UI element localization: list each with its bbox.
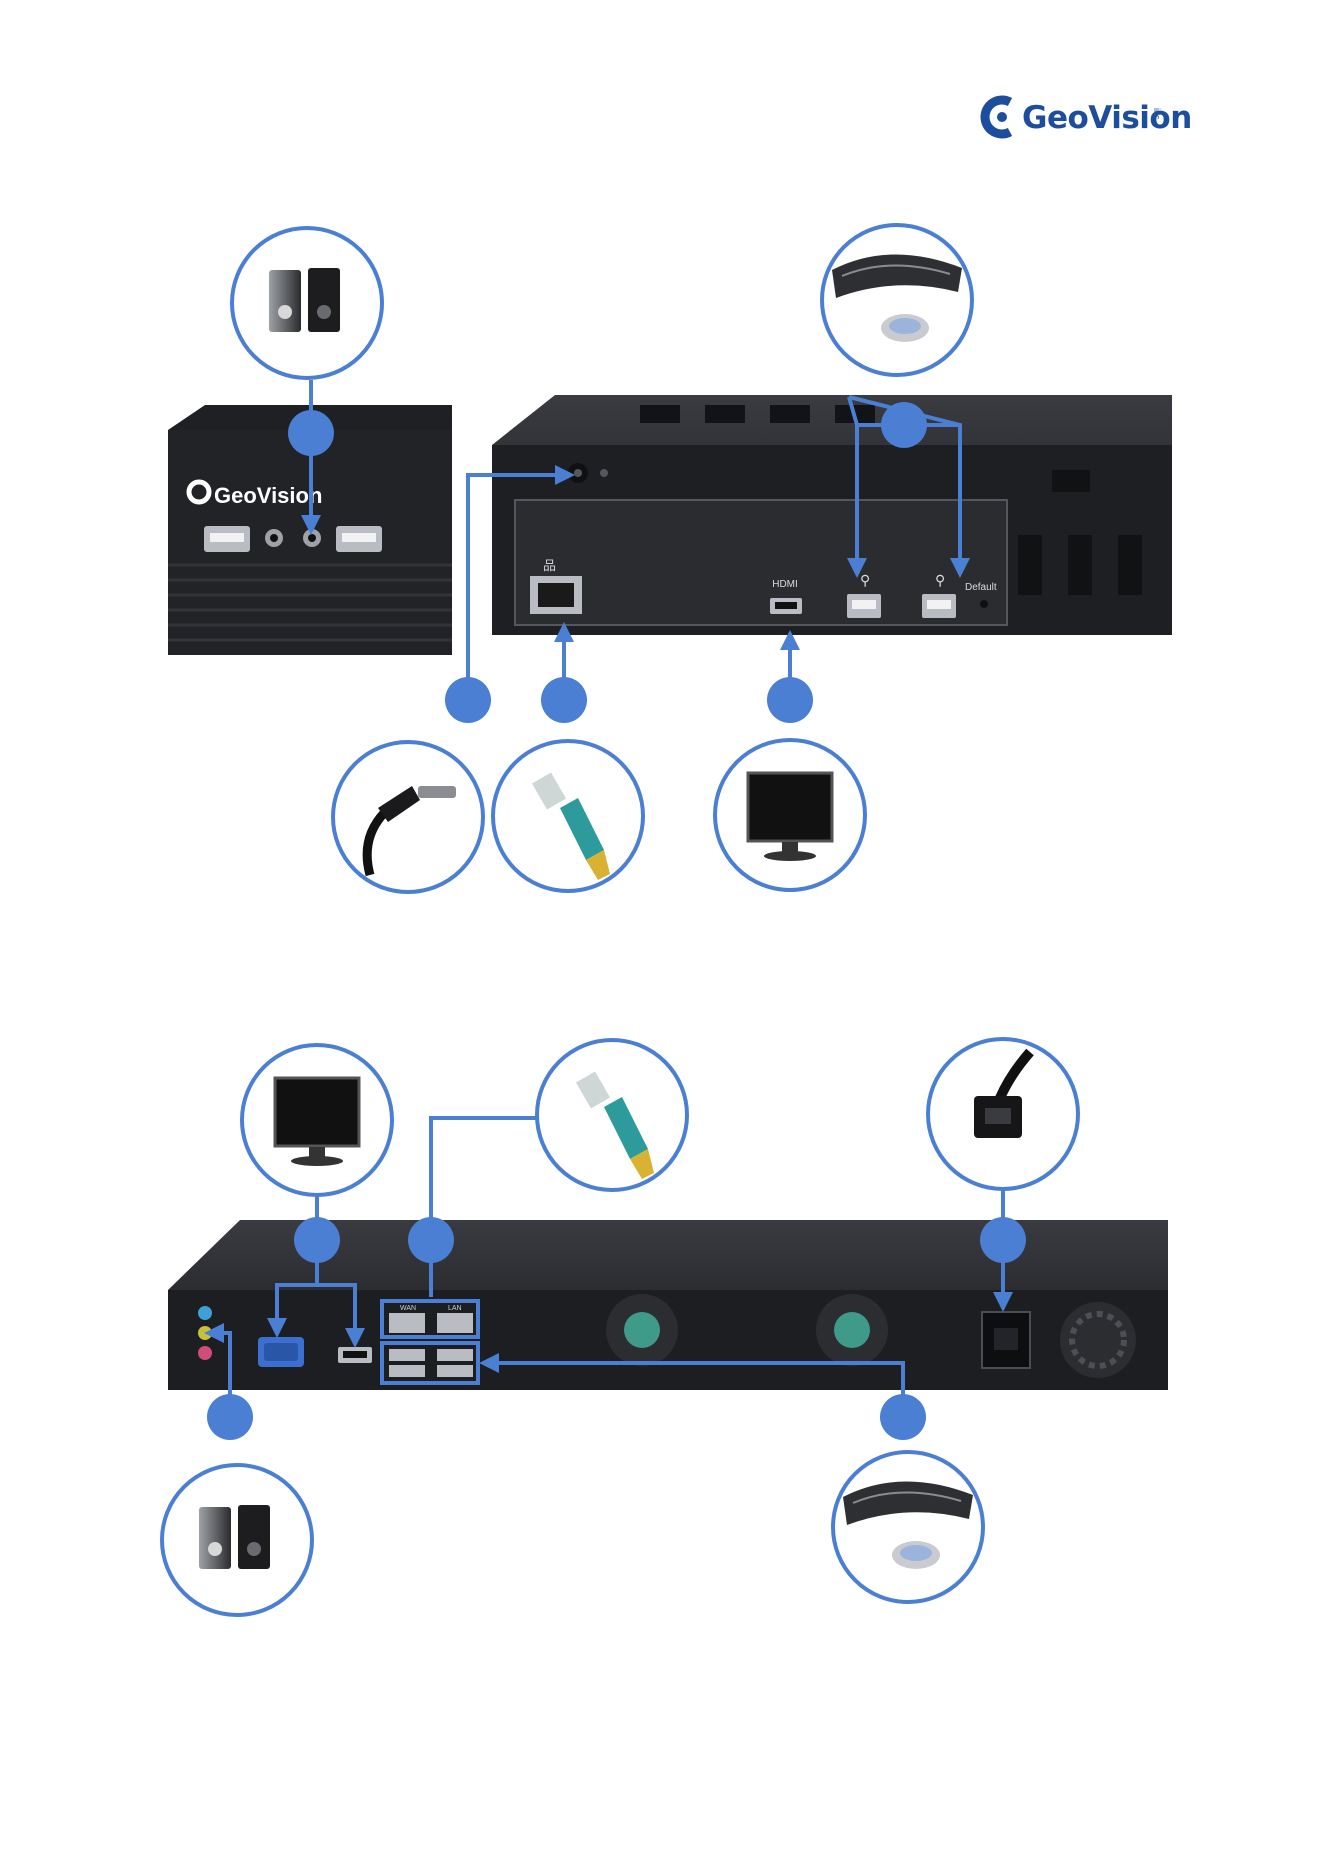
badge-b-speakers [207,1394,253,1440]
audio-line-in-jack [198,1306,212,1320]
speakers-icon [232,228,382,378]
fan-vent-3 [1060,1302,1136,1378]
ethernet-cable-icon [537,1040,687,1190]
ethernet-cable-icon [493,741,643,891]
ac-power-inlet [982,1312,1030,1368]
power-cord-icon [928,1039,1078,1189]
lan-port [530,576,582,614]
badge-a-speakers [288,410,334,456]
lan-port-b [437,1313,473,1333]
badge-b-power [980,1217,1026,1263]
usb-glyph-2: ⚲ [935,572,945,588]
power-adapter-icon [333,742,483,892]
badge-a-power [445,677,491,723]
audio-mic-jack [198,1346,212,1360]
badge-b-monitor [294,1217,340,1263]
default-button-label: Default [965,582,997,593]
front-brand-label: GeoVision [214,483,322,508]
fan-vent-1 [606,1294,678,1366]
line-ethernet-to-wan-lan [431,1118,540,1195]
lan-label: LAN [448,1305,462,1312]
hdmi-label: HDMI [772,579,798,590]
badge-a-usb [881,402,927,448]
badge-a-ethernet [541,677,587,723]
vga-port [258,1337,304,1367]
badge-b-usb [880,1394,926,1440]
badge-a-monitor [767,677,813,723]
badge-b-ethernet [408,1217,454,1263]
monitor-icon [242,1045,392,1195]
lan-network-glyph: 品 [543,558,556,573]
speakers-icon [162,1465,312,1615]
wan-port [389,1313,425,1333]
unit-a-rear-panel: 品 HDMI ⚲ ⚲ Default [492,395,1172,635]
fan-vent-2 [816,1294,888,1366]
monitor-icon [715,740,865,890]
default-button [980,600,988,608]
audio-line-out-jack [198,1326,212,1340]
usb-glyph-1: ⚲ [860,572,870,588]
wan-label: WAN [400,1305,416,1312]
keyboard-mouse-icon [833,1452,983,1602]
keyboard-mouse-icon [822,225,972,375]
